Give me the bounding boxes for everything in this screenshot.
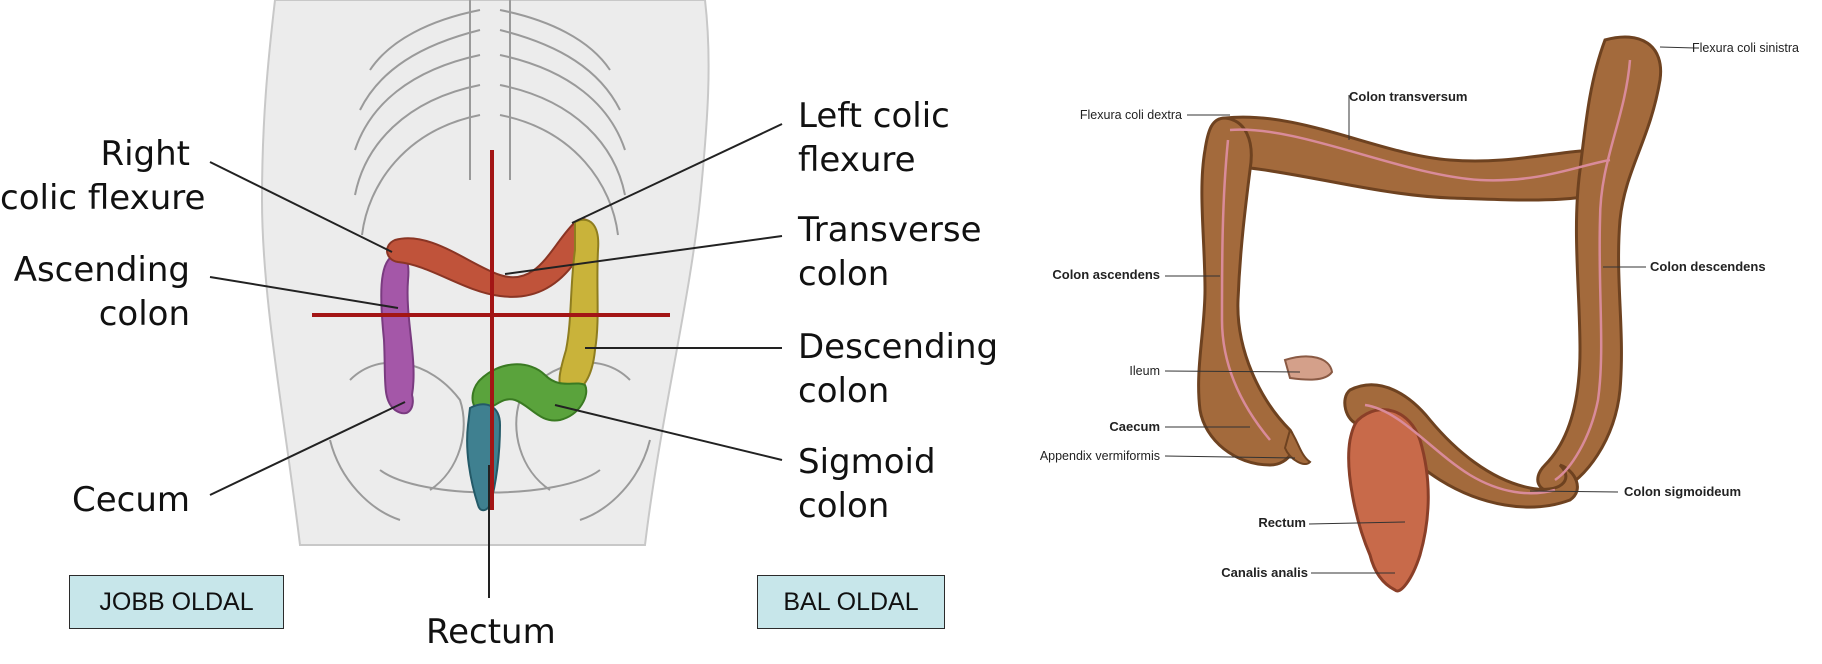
label-flexura-coli-sinistra: Flexura coli sinistra (1692, 41, 1799, 55)
label-descending-colon: Descending colon (798, 327, 999, 411)
label-rectum: Rectum (426, 612, 556, 652)
ileum-shape (1283, 355, 1334, 381)
label-ileum: Ileum (1129, 364, 1160, 378)
label-colon-sigmoideum: Colon sigmoideum (1624, 484, 1741, 499)
colon-illustration (1197, 35, 1663, 593)
left-side-box: BAL OLDAL (757, 575, 945, 629)
label-caecum: Caecum (1109, 419, 1160, 434)
label-colon-transversum: Colon transversum (1349, 89, 1468, 104)
label-transverse-colon: Transverse colon (798, 210, 982, 294)
label-colon-ascendens: Colon ascendens (1052, 267, 1160, 282)
rectum-shape (1347, 408, 1430, 593)
label-ascending-colon: Ascending colon (13, 250, 190, 334)
label-cecum: Cecum (71, 480, 190, 520)
label-sigmoid-colon: Sigmoid colon (798, 442, 936, 526)
label-appendix-vermiformis: Appendix vermiformis (1039, 449, 1160, 463)
left-leader-lines (209, 123, 783, 598)
label-rectum-latin: Rectum (1258, 515, 1306, 530)
label-canalis-analis: Canalis analis (1221, 565, 1308, 580)
appendix-shape (1283, 427, 1312, 466)
label-right-colic-flexure: Right colic flexure (0, 134, 206, 218)
right-leader-lines (1164, 46, 1696, 574)
label-left-colic-flexure: Left colic flexure (798, 96, 950, 180)
label-colon-descendens: Colon descendens (1650, 259, 1766, 274)
colon-transversum-shape (1211, 115, 1626, 202)
right-side-box: JOBB OLDAL (69, 575, 284, 629)
label-flexura-coli-dextra: Flexura coli dextra (1079, 108, 1182, 122)
ascending-colon-segment (380, 253, 415, 415)
